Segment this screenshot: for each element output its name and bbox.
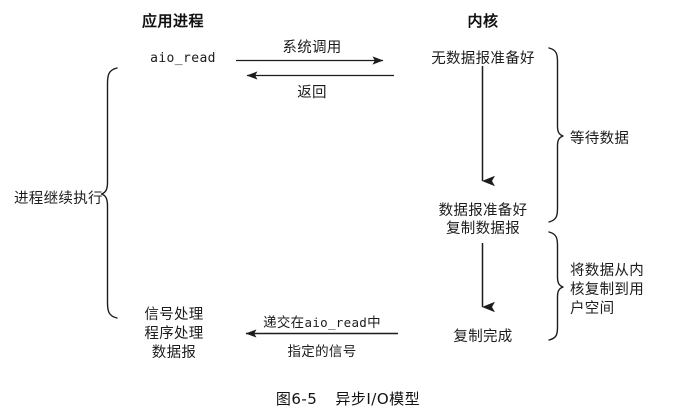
copy-to-userspace-label: 将数据从内 核复制到用 户空间: [570, 262, 644, 319]
kernel-state-no-datagram-ready: 无数据报准备好: [431, 51, 535, 67]
syscall-arrow-label: 系统调用: [282, 40, 342, 56]
signal-delivery-label-line-1: 递交在aio_read中: [263, 311, 381, 331]
wait-for-data-label: 等待数据: [570, 131, 630, 147]
aio-read-call-label: aio_read: [150, 51, 216, 66]
figure-caption-number: 图6-5: [275, 390, 318, 408]
copy-to-userspace-line-1: 将数据从内: [570, 263, 644, 279]
figure-caption-title: 异步I/O模型: [335, 390, 421, 408]
copy-to-userspace-line-2: 核复制到用: [570, 282, 644, 298]
signal-delivery-label-prefix: 递交在: [263, 315, 305, 331]
kernel-state-datagram-ready-line-1: 数据报准备好: [438, 203, 528, 219]
kernel-state-copy-complete: 复制完成: [453, 329, 513, 345]
figure-caption: 图6-5 异步I/O模型: [276, 388, 420, 409]
process-continues-brace: [100, 67, 118, 319]
signal-handler-line-3: 数据报: [151, 345, 197, 361]
signal-handler-line-2: 程序处理: [144, 326, 204, 342]
process-continues-label: 进程继续执行: [14, 191, 103, 207]
signal-delivery-label-mono: aio_read: [304, 315, 368, 330]
signal-handler-block: 信号处理 程序处理 数据报: [144, 306, 203, 363]
copy-to-userspace-line-3: 户空间: [570, 301, 615, 317]
signal-delivery-label-line-2: 指定的信号: [287, 344, 357, 360]
wait-for-data-brace: [548, 47, 564, 223]
signal-handler-line-1: 信号处理: [144, 307, 204, 323]
kernel-state-datagram-ready: 数据报准备好 复制数据报: [439, 202, 528, 238]
signal-delivery-label-suffix: 中: [367, 315, 381, 331]
copy-to-userspace-brace: [548, 231, 564, 341]
kernel-state-datagram-ready-line-2: 复制数据报: [446, 221, 520, 237]
return-arrow-label: 返回: [297, 85, 327, 101]
column-header-application-process: 应用进程: [141, 12, 205, 30]
column-header-kernel: 内核: [467, 12, 499, 30]
